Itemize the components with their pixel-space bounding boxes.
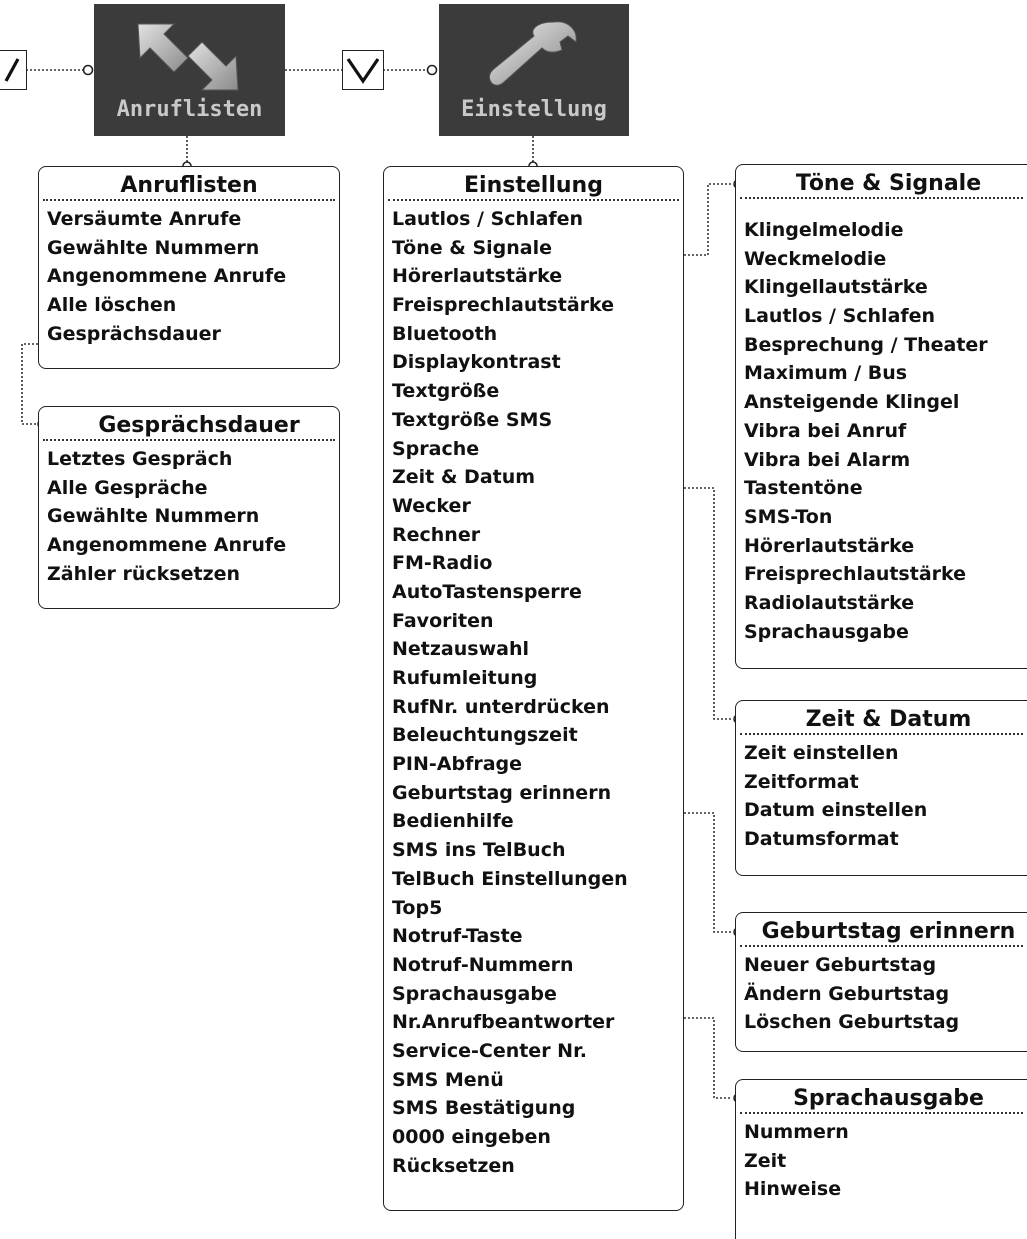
einstellung-menu-item[interactable]: Bedienhilfe <box>392 810 514 833</box>
chevron-down-key-icon <box>342 50 384 90</box>
zeit-datum-menu-item[interactable]: Datumsformat <box>744 828 899 851</box>
toene-signale-menu-item[interactable]: Radiolautstärke <box>744 591 915 614</box>
toene-signale-menu-item[interactable]: Sprachausgabe <box>744 620 909 643</box>
toene-signale-menu-item[interactable]: Freisprechlautstärke <box>744 563 967 586</box>
einstellung-menu-item[interactable]: SMS Bestätigung <box>392 1097 576 1120</box>
geburtstag-menu-title: Geburtstag erinnern <box>740 913 1023 947</box>
einstellung-menu-item[interactable]: Rechner <box>392 523 481 546</box>
anruflisten-menu-item[interactable]: Gewählte Nummern <box>47 236 260 259</box>
einstellung-menu-item[interactable]: FM-Radio <box>392 552 493 575</box>
einstellung-menu-item[interactable]: SMS Menü <box>392 1068 504 1091</box>
gespraechsdauer-menu-item[interactable]: Letztes Gespräch <box>47 448 233 470</box>
einstellung-menu-item[interactable]: Bluetooth <box>392 322 498 345</box>
slash-key-icon <box>0 50 27 90</box>
einstellung-menu-title: Einstellung <box>388 167 679 201</box>
zeit-datum-menu-item[interactable]: Datum einstellen <box>744 799 928 822</box>
einstellung-menu-item[interactable]: TelBuch Einstellungen <box>392 867 628 890</box>
gespraechsdauer-menu-item[interactable]: Zähler rücksetzen <box>47 562 241 585</box>
einstellung-menu-item[interactable]: 0000 eingeben <box>392 1126 551 1148</box>
einstellung-menu-item[interactable]: Rufumleitung <box>392 667 538 689</box>
einstellung-menu-item[interactable]: Textgröße SMS <box>392 408 553 431</box>
sprachausgabe-menu-item[interactable]: Zeit <box>744 1149 787 1172</box>
einstellung-menu-item[interactable]: Hörerlautstärke <box>392 265 563 288</box>
einstellung-menu-item[interactable]: Notruf-Nummern <box>392 953 574 976</box>
einstellung-menu-item[interactable]: Displaykontrast <box>392 351 561 374</box>
toene-signale-menu-item[interactable]: Besprechung / Theater <box>744 333 988 356</box>
einstellung-menu-item[interactable]: Lautlos / Schlafen <box>392 208 584 230</box>
sprachausgabe-menu-title: Sprachausgabe <box>740 1080 1023 1114</box>
geburtstag-menu-item[interactable]: Ändern Geburtstag <box>744 982 950 1005</box>
toene-signale-menu-item[interactable]: Klingellautstärke <box>744 276 928 299</box>
einstellung-menu-item[interactable]: Rücksetzen <box>392 1154 515 1177</box>
toene-signale-menu-item[interactable]: Tastentöne <box>744 477 863 500</box>
einstellung-menu-item[interactable]: Sprachausgabe <box>392 982 557 1005</box>
arrows-icon <box>137 23 239 91</box>
toene-signale-menu-item[interactable]: Vibra bei Anruf <box>744 419 907 442</box>
zeit-datum-menu-item[interactable]: Zeit einstellen <box>744 742 899 764</box>
einstellung-tile[interactable]: Einstellung <box>439 4 629 136</box>
geburtstag-menu-item[interactable]: Löschen Geburtstag <box>744 1011 960 1034</box>
toene-signale-menu-item[interactable]: Vibra bei Alarm <box>744 448 911 471</box>
einstellung-menu-item[interactable]: Nr.Anrufbeantworter <box>392 1011 615 1034</box>
gespraechsdauer-menu-item[interactable]: Gewählte Nummern <box>47 505 260 528</box>
gespraechsdauer-menu-item[interactable]: Alle Gespräche <box>47 476 208 499</box>
anruflisten-menu-item[interactable]: Versäumte Anrufe <box>47 208 242 230</box>
anruflisten-menu-item[interactable]: Angenommene Anrufe <box>47 265 287 288</box>
gespraechsdauer-menu-title: Gesprächsdauer <box>43 407 335 441</box>
zeit-datum-menu-title: Zeit & Datum <box>740 701 1023 735</box>
toene-signale-menu-item[interactable]: Weckmelodie <box>744 247 887 270</box>
toene-signale-menu-item[interactable]: SMS-Ton <box>744 505 833 528</box>
einstellung-menu-item[interactable]: Freisprechlautstärke <box>392 294 615 317</box>
toene-signale-menu-title: Töne & Signale <box>740 165 1023 199</box>
toene-signale-menu-item[interactable]: Klingelmelodie <box>744 219 904 241</box>
anruflisten-menu-item[interactable]: Alle löschen <box>47 294 177 317</box>
einstellung-menu-item[interactable]: Service-Center Nr. <box>392 1039 587 1062</box>
toene-signale-menu-item[interactable]: Maximum / Bus <box>744 362 908 385</box>
einstellung-menu-item[interactable]: Beleuchtungszeit <box>392 724 578 747</box>
einstellung-menu-item[interactable]: Favoriten <box>392 609 494 632</box>
einstellung-menu-item[interactable]: Textgröße <box>392 380 500 403</box>
wrench-icon <box>488 21 577 86</box>
einstellung-menu-item[interactable]: Töne & Signale <box>392 236 552 259</box>
einstellung-menu-item[interactable]: Top5 <box>392 896 443 919</box>
tile-label: Einstellung <box>461 97 607 122</box>
sprachausgabe-menu-item[interactable]: Hinweise <box>744 1178 842 1201</box>
einstellung-menu-item[interactable]: Netzauswahl <box>392 638 529 661</box>
einstellung-menu-item[interactable]: Wecker <box>392 494 471 517</box>
einstellung-menu-item[interactable]: Sprache <box>392 437 480 460</box>
einstellung-menu-item[interactable]: Notruf-Taste <box>392 925 523 948</box>
tile-label: Anruflisten <box>116 97 263 122</box>
geburtstag-menu-item[interactable]: Neuer Geburtstag <box>744 954 937 976</box>
anruflisten-menu-item[interactable]: Gesprächsdauer <box>47 322 221 345</box>
toene-signale-menu-item[interactable]: Lautlos / Schlafen <box>744 305 936 328</box>
toene-signale-menu-item[interactable]: Ansteigende Klingel <box>744 391 960 414</box>
einstellung-menu-item[interactable]: Geburtstag erinnern <box>392 781 612 804</box>
einstellung-menu-item[interactable]: AutoTastensperre <box>392 580 582 603</box>
einstellung-menu-item[interactable]: SMS ins TelBuch <box>392 839 566 862</box>
toene-signale-menu-item[interactable]: Hörerlautstärke <box>744 534 915 557</box>
gespraechsdauer-menu-item[interactable]: Angenommene Anrufe <box>47 534 287 557</box>
einstellung-menu-item[interactable]: Zeit & Datum <box>392 466 536 489</box>
sprachausgabe-menu-item[interactable]: Nummern <box>744 1121 849 1143</box>
zeit-datum-menu-item[interactable]: Zeitformat <box>744 770 859 793</box>
anruflisten-tile[interactable]: Anruflisten <box>94 4 285 136</box>
einstellung-menu-item[interactable]: RufNr. unterdrücken <box>392 695 610 718</box>
einstellung-menu-item[interactable]: PIN-Abfrage <box>392 753 523 776</box>
anruflisten-menu-title: Anruflisten <box>43 167 335 201</box>
